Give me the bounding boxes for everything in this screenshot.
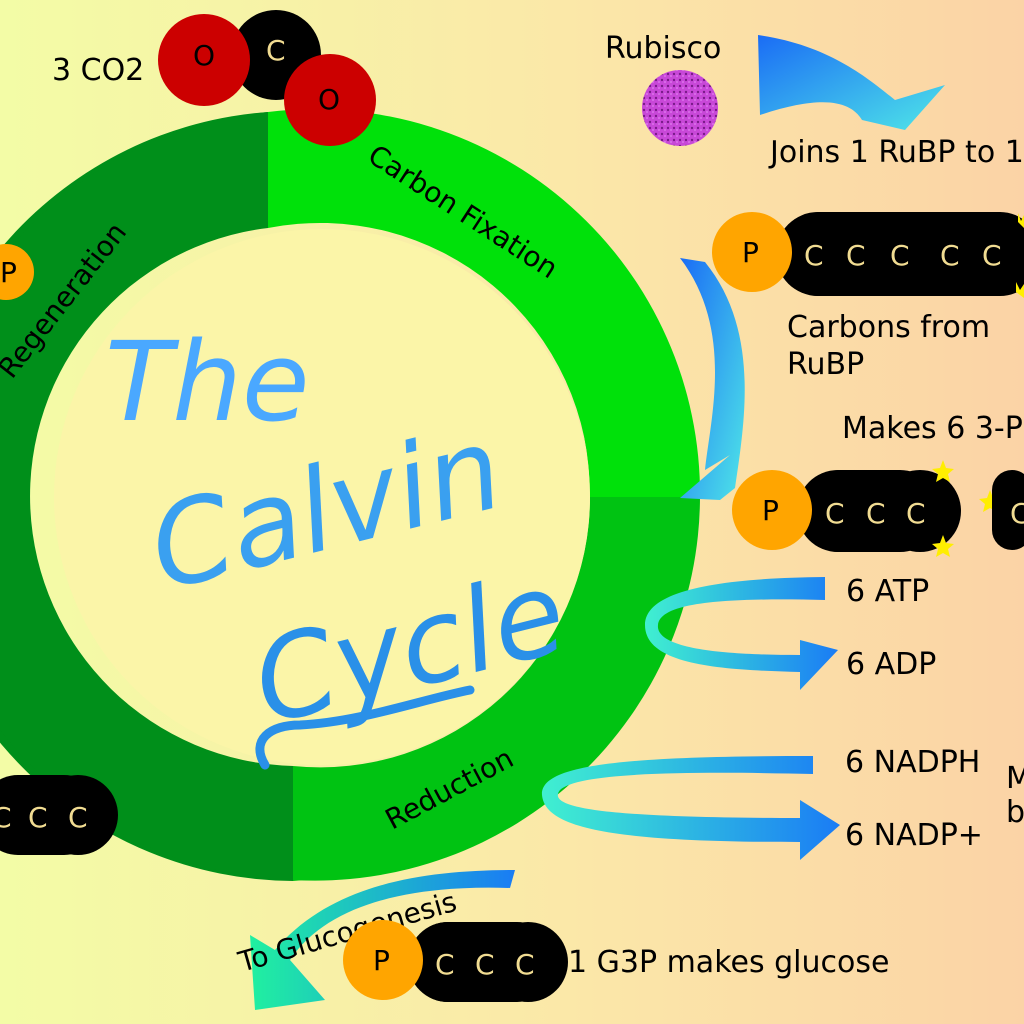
star-icon <box>1018 213 1024 228</box>
left-carbon-2: C <box>28 801 48 834</box>
fixation-arrow <box>680 258 745 500</box>
rubp-caption-line-1: Carbons from <box>787 310 990 345</box>
nadph-nadp-arrow <box>541 756 840 860</box>
rubisco-description: Joins 1 RuBP to 1 <box>768 135 1024 170</box>
star-icon <box>932 460 954 482</box>
rubisco-group: Rubisco Joins 1 RuBP to 1 <box>605 31 1024 170</box>
star-icon <box>1016 282 1024 298</box>
pga-carbon-2: C <box>866 497 886 530</box>
pga-phosphate <box>732 470 812 550</box>
star-icon <box>932 535 954 557</box>
g3p-carbon-3: C <box>515 948 535 981</box>
makes-label: Makes 6 3-P <box>842 411 1023 446</box>
rubisco-label: Rubisco <box>605 31 721 66</box>
co2-molecule: 3 CO2 C O O <box>52 10 376 146</box>
g3p-carbon-2: C <box>475 948 495 981</box>
rubisco-arrow <box>758 35 945 130</box>
oxygen-symbol-left: O <box>193 39 215 72</box>
g3p-phosphate-symbol: P <box>373 944 390 977</box>
atp-adp-arrow <box>645 577 838 690</box>
co2-label: 3 CO2 <box>52 53 144 88</box>
adp-label: 6 ADP <box>846 647 936 682</box>
regeneration-phosphate-symbol: P <box>0 256 17 289</box>
regeneration-phosphate: P <box>0 244 34 300</box>
rubp-carbon-2: C <box>846 239 866 272</box>
rubp-carbon-3: C <box>890 239 910 272</box>
pga-carbon-partial: C <box>1010 497 1024 530</box>
cycle-ring-annulus <box>0 109 701 881</box>
atp-label: 6 ATP <box>846 574 929 609</box>
g3p-molecule: P C C C <box>343 920 568 1002</box>
rubp-phosphate <box>712 212 792 292</box>
carbon-symbol: C <box>266 34 286 67</box>
left-carbon-1: C <box>0 801 12 834</box>
side-text-m: M <box>1006 761 1024 796</box>
oxygen-atom-right <box>284 54 376 146</box>
oxygen-symbol-right: O <box>318 83 340 116</box>
left-carbon-chain: C C C <box>0 775 118 855</box>
pga-molecule: P C C C C <box>732 460 1024 557</box>
rubp-phosphate-symbol: P <box>742 236 759 269</box>
pga-phosphate-symbol: P <box>762 494 779 527</box>
glucogenesis-arrow <box>250 870 515 1010</box>
rubisco-enzyme <box>642 70 718 146</box>
g3p-phosphate <box>343 920 423 1000</box>
nadph-label: 6 NADPH <box>845 745 980 780</box>
g3p-label: 1 G3P makes glucose <box>568 945 889 980</box>
pga-carbon-3: C <box>906 497 926 530</box>
g3p-carbon-1: C <box>435 948 455 981</box>
title-line-1: The <box>105 318 310 446</box>
rubp-carbon-5: C <box>982 239 1002 272</box>
rubp-carbon-1: C <box>804 239 824 272</box>
nadp-label: 6 NADP+ <box>845 818 983 853</box>
rubp-caption-line-2: RuBP <box>787 347 864 382</box>
side-text-b: b <box>1006 795 1024 830</box>
rubp-molecule: P C C C C C Carbons from RuBP <box>712 212 1024 382</box>
left-carbon-3: C <box>68 801 88 834</box>
title-underline-swoosh <box>255 685 475 770</box>
pga-carbon-1: C <box>825 497 845 530</box>
rubp-carbon-4: C <box>940 239 960 272</box>
oxygen-atom-left <box>158 14 250 106</box>
